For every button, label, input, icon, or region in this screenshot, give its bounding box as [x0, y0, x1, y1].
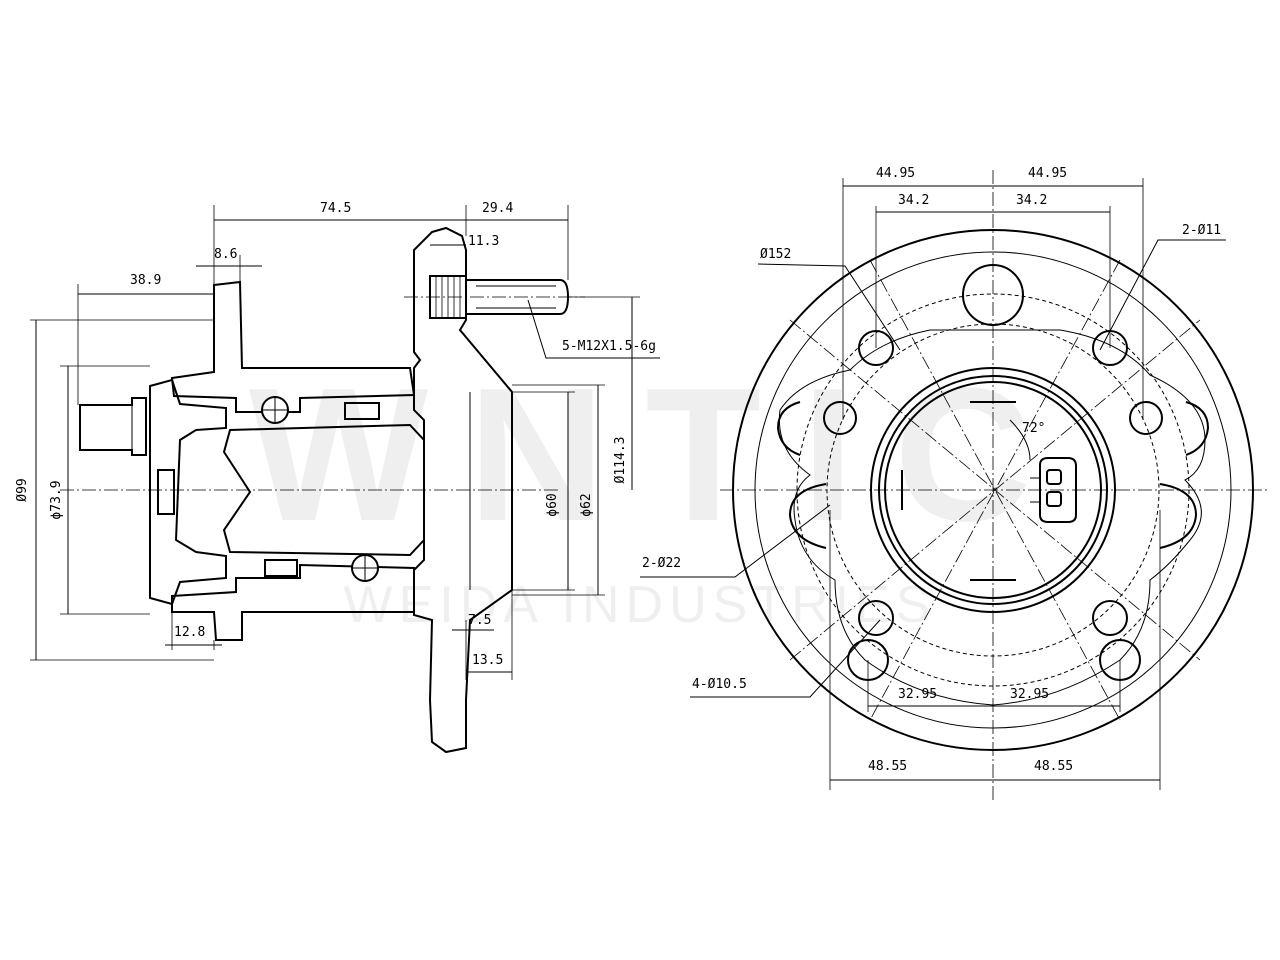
dim-large-holes: 2-Ø22: [642, 556, 681, 571]
flange-outline: [732, 229, 1254, 751]
dim-bore-diameter: ϕ73.9: [49, 480, 64, 519]
dim-bottom-inner-right: 32.95: [1010, 687, 1049, 702]
right-lower-lobe: [1159, 483, 1198, 549]
hub-housing: [170, 280, 416, 413]
watermark: WNTIC WEIDA INDUSTRIES: [249, 349, 1072, 634]
front-view: 44.95 44.95 34.2 34.2 Ø152 2-Ø11 72° 2-Ø…: [640, 166, 1270, 800]
dim-bottom-outer-left: 48.55: [868, 759, 907, 774]
flange-inner-edge: [754, 251, 1232, 729]
right-upper-lobe: [1185, 401, 1210, 456]
bolt-circle: [796, 293, 1190, 687]
dim-flange-step: 7.5: [468, 613, 491, 628]
dim-flange-diameter: Ø152: [760, 247, 791, 262]
bolt-hole: [858, 600, 894, 636]
front-dimensions: 44.95 44.95 34.2 34.2 Ø152 2-Ø11 72° 2-Ø…: [640, 166, 1226, 790]
angle-arc: [1009, 419, 1031, 461]
dim-top-inner-left: 34.2: [898, 193, 929, 208]
dim-hub-offset: 38.9: [130, 273, 161, 288]
knuckle-outline: [778, 329, 1206, 706]
dim-pilot-width: 8.6: [214, 247, 237, 262]
stud-boss-top: [962, 264, 1024, 326]
side-section-view: 74.5 29.4 11.3 8.6 38.9 Ø99 ϕ73: [15, 201, 660, 754]
dim-stud-length: 29.4: [482, 201, 513, 216]
dim-top-outer-right: 44.95: [1028, 166, 1067, 181]
hub-rim-outer: [870, 367, 1116, 613]
hub-rim-inner: [878, 375, 1108, 605]
dim-pilot-outer: ϕ62: [579, 493, 594, 516]
bolt-hole: [1129, 401, 1163, 435]
bearing-balls: [261, 396, 379, 582]
bolt-hole: [1092, 600, 1128, 636]
dim-small-holes: 2-Ø11: [1182, 223, 1221, 238]
dim-top-outer-left: 44.95: [876, 166, 915, 181]
rear-cap-window: [157, 469, 175, 515]
hub-flange: [413, 226, 513, 754]
dim-bottom-outer-right: 48.55: [1034, 759, 1073, 774]
sensor-stub: [79, 397, 147, 456]
dim-top-inner-right: 34.2: [1016, 193, 1047, 208]
dim-rear-width: 12.8: [174, 625, 205, 640]
side-dimensions: 74.5 29.4 11.3 8.6 38.9 Ø99 ϕ73: [15, 201, 660, 680]
left-lower-lobe: [788, 483, 827, 549]
dim-pilot-inner: ϕ60: [545, 493, 560, 516]
dim-flange-thickness: 11.3: [468, 234, 499, 249]
bolt-hole: [823, 401, 857, 435]
hub-housing-lower: [171, 563, 415, 641]
upper-seal: [344, 402, 380, 420]
dim-body-diameter: Ø99: [15, 478, 30, 501]
dim-overall-length: 74.5: [320, 201, 351, 216]
abs-sensor-connector: [1030, 457, 1077, 523]
dim-stud-thread: 5-M12X1.5-6g: [562, 339, 656, 354]
lower-seal: [264, 559, 298, 577]
rear-cap: [149, 378, 227, 606]
watermark-brand: WNTIC: [249, 349, 1072, 561]
left-upper-lobe: [776, 401, 801, 456]
dim-bottom-inner-left: 32.95: [898, 687, 937, 702]
wheel-stud: [404, 275, 585, 319]
dim-bolt-circle: Ø114.3: [613, 437, 628, 484]
dim-flange-depth: 13.5: [472, 653, 503, 668]
dim-bolt-holes: 4-Ø10.5: [692, 677, 747, 692]
inner-spindle: [222, 423, 425, 557]
dim-angle: 72°: [1022, 421, 1045, 436]
